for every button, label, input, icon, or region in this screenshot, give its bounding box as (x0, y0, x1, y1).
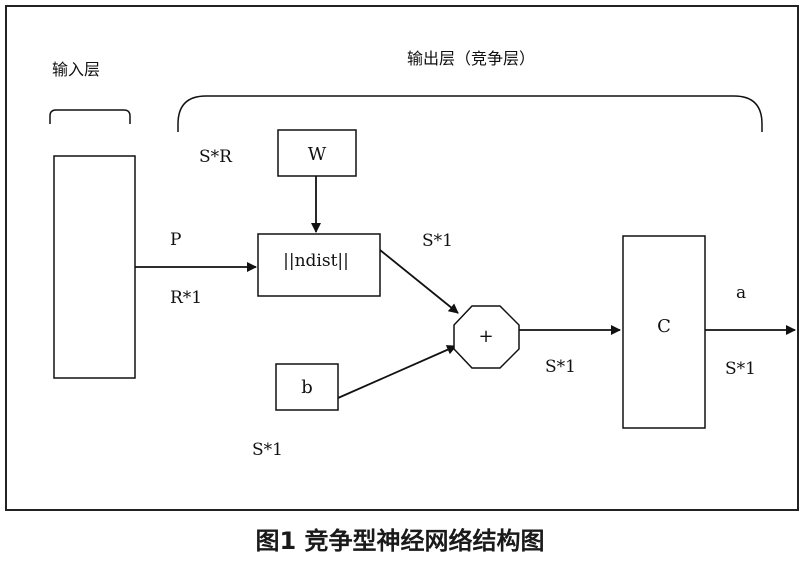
output-s1-label: S*1 (725, 359, 756, 379)
sum-plus-label: + (478, 326, 493, 347)
ndist-box (257, 233, 381, 297)
output-a-label: a (736, 283, 746, 303)
sum-s1-label: S*1 (545, 357, 576, 377)
output-layer-brace (177, 95, 763, 132)
ndist-arrow (379, 249, 459, 314)
competition-label: C (657, 316, 671, 337)
ndist-s1-label: S*1 (422, 231, 453, 251)
ndist-label: ||ndist|| (283, 251, 349, 271)
output-layer-label: 输出层（竞争层） (407, 49, 535, 68)
r1-label: R*1 (170, 288, 202, 308)
bias-s1-label: S*1 (252, 440, 283, 460)
p-label: P (170, 230, 181, 250)
input-vector-box (53, 155, 136, 379)
weight-box (277, 129, 357, 177)
weight-label: W (308, 144, 327, 165)
bias-arrow (337, 345, 457, 399)
bias-label: b (301, 377, 313, 398)
bias-box (275, 363, 339, 411)
competition-box (622, 235, 706, 429)
input-layer-brace (49, 109, 131, 124)
sr-label: S*R (199, 147, 233, 167)
outer-frame (5, 5, 799, 511)
figure-caption: 图1 竞争型神经网络结构图 (255, 527, 544, 555)
input-layer-label: 输入层 (52, 60, 100, 79)
sum-node (453, 305, 520, 369)
